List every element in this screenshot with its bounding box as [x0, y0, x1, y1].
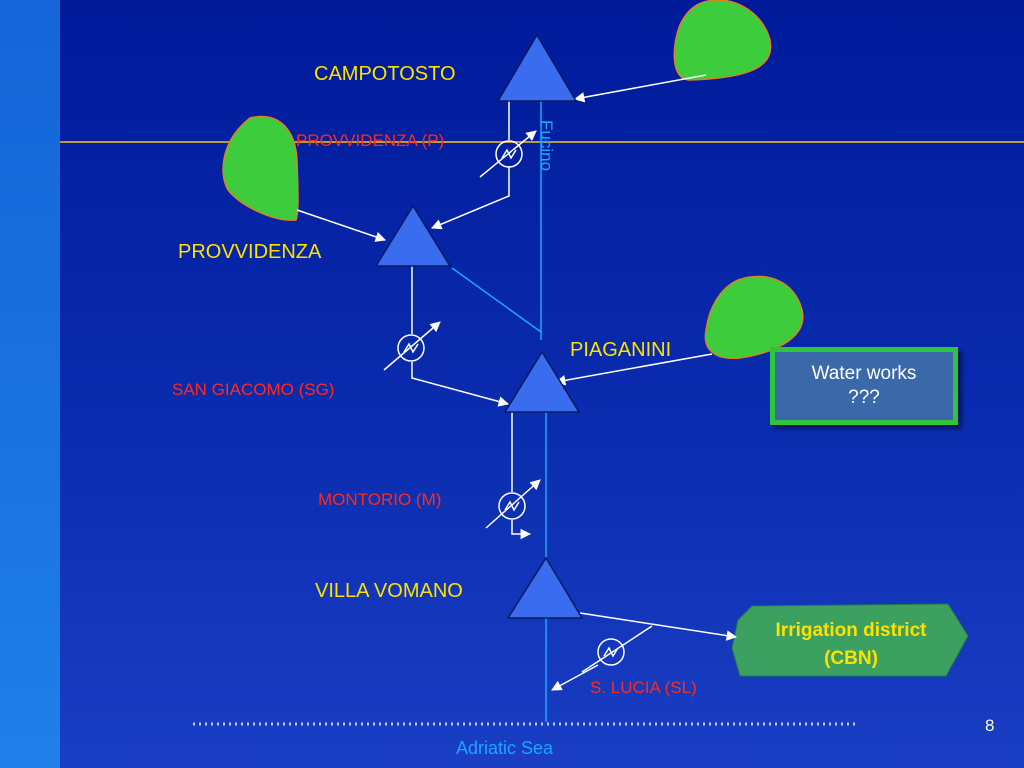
turbine-icon	[479, 130, 537, 178]
campotosto-triangle-icon	[496, 33, 578, 102]
arrow-catchment-provvidenza	[296, 209, 386, 242]
station-label-campotosto: CAMPOTOSTO	[314, 63, 456, 85]
turbine-icon	[485, 479, 541, 529]
arrow-p-provvidenza	[431, 166, 510, 230]
water-works-line2: ???	[848, 387, 880, 408]
station-label-provvidenza: PROVVIDENZA	[178, 241, 322, 263]
station-label-villa-vomano: VILLA VOMANO	[315, 580, 463, 602]
water-works-box: Water works ???	[770, 347, 958, 425]
arrow-sl-outflow	[551, 664, 599, 691]
left-accent-bar	[0, 0, 60, 768]
river-branch-line	[451, 267, 542, 333]
plant-label-provvidenza-p: PROVVIDENZA (P)	[296, 131, 445, 150]
page-number: 8	[985, 716, 995, 735]
irrigation-district-shape	[731, 603, 969, 677]
irrigation-line1: Irrigation district	[775, 620, 927, 641]
plant-label-montorio: MONTORIO (M)	[318, 490, 442, 509]
station-label-piaganini: PIAGANINI	[570, 339, 672, 361]
arrow-m-outflow	[511, 520, 532, 540]
plant-label-s-lucia: S. LUCIA (SL)	[590, 678, 697, 697]
arrow-catchment-campotosto	[573, 74, 707, 103]
plant-label-san-giacomo: SAN GIACOMO (SG)	[172, 380, 335, 399]
catchment-blob-icon	[673, 0, 772, 81]
provvidenza-triangle-icon	[374, 204, 452, 267]
water-works-line1: Water works	[811, 363, 917, 384]
catchment-blob-icon	[222, 115, 299, 221]
catchment-blob-icon	[704, 275, 804, 360]
sea-label: Adriatic Sea	[456, 738, 554, 758]
turbine-icon	[383, 321, 441, 371]
villa-vomano-triangle-icon	[506, 556, 584, 619]
arrow-sg-piaganini	[411, 362, 510, 407]
arrow-villa-irrigation	[579, 612, 738, 641]
irrigation-district-label: Irrigation district (CBN)	[735, 614, 967, 676]
river-label-fucino: Fucino	[537, 120, 556, 172]
turbine-icon	[581, 625, 653, 673]
arrow-catchment-piaganini	[554, 353, 713, 386]
irrigation-line2: (CBN)	[824, 648, 878, 669]
piaganini-triangle-icon	[503, 350, 581, 413]
